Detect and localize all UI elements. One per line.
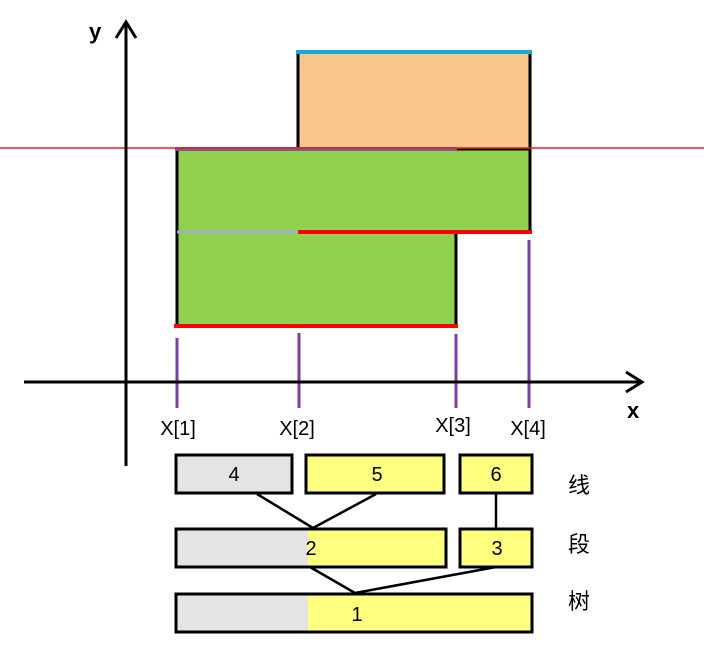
tree-node-5-label: 5	[371, 464, 382, 486]
tree-node-1-label: 1	[351, 604, 362, 626]
y-axis-arrow-icon	[114, 19, 138, 39]
side-label-char-1: 线	[568, 474, 590, 499]
tree-node-5: 5	[304, 453, 446, 495]
tree-node-4-label: 4	[228, 464, 239, 486]
tree-node-2: 2	[174, 527, 448, 569]
tree-node-1: 1	[174, 592, 534, 634]
tree-edge-2-5	[312, 492, 377, 530]
x-axis-label: x	[627, 398, 640, 423]
tree-edge-1-3	[354, 565, 497, 595]
x-marker-label-4: X[4]	[510, 418, 546, 440]
x-marker-label-1: X[1]	[160, 418, 196, 440]
side-label-char-3: 树	[568, 590, 590, 615]
green-rectangle-lower	[175, 230, 458, 328]
tree-node-3-label: 3	[491, 538, 502, 560]
tree-node-2-label: 2	[305, 538, 316, 560]
tree-edge-2-4	[256, 492, 314, 530]
tree-node-3: 3	[458, 527, 534, 569]
side-label-char-2: 段	[568, 533, 590, 558]
x-marker-label-2: X[2]	[279, 418, 315, 440]
tree-node-6-label: 6	[490, 464, 501, 486]
orange-rectangle	[296, 50, 532, 151]
tree-node-6: 6	[458, 453, 534, 495]
y-axis-label: y	[89, 19, 102, 44]
green-rectangle-upper	[175, 147, 532, 234]
x-axis-arrow-icon	[625, 370, 645, 394]
tree-edge-1-2	[309, 565, 356, 595]
tree-node-4: 4	[174, 453, 294, 495]
x-marker-label-3: X[3]	[435, 415, 471, 437]
